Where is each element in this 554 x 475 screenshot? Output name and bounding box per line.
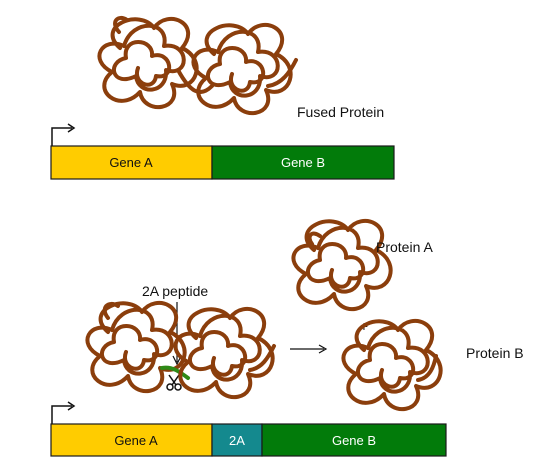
bottom-2a-label: 2A <box>229 433 245 448</box>
bottom-gene-b-segment <box>261 423 447 457</box>
bottom-gene-b-label: Gene B <box>332 433 376 448</box>
promoter-arrow-icon <box>51 405 72 424</box>
top-gene-b-segment <box>211 145 395 180</box>
peptide-2a-linker <box>160 365 190 380</box>
cleaved-protein-b-precursor <box>173 306 276 400</box>
protein-a-label: Protein A <box>376 239 433 255</box>
bottom-gene-a-segment <box>50 423 213 457</box>
promoter-arrow-icon <box>51 127 72 146</box>
peptide-label: 2A peptide <box>142 283 208 299</box>
top-gene-a-label: Gene A <box>109 155 153 170</box>
scissors-icon <box>166 374 182 391</box>
fused-protein-domain-a <box>97 16 199 110</box>
bottom-gene-a-label: Gene A <box>114 433 158 448</box>
cleaved-protein-a-precursor <box>85 300 187 394</box>
bottom-2a-segment <box>211 423 263 457</box>
protein-b-structure <box>341 318 443 412</box>
bottom-gene-construct: Gene A 2A Gene B <box>50 423 447 457</box>
fused-protein-label: Fused Protein <box>297 104 384 120</box>
fused-protein-domain-b <box>191 22 293 116</box>
fused-protein-structure <box>97 15 298 116</box>
protein-a-structure <box>291 218 393 312</box>
top-gene-construct: Gene A Gene B <box>50 145 395 180</box>
top-gene-b-label: Gene B <box>281 155 325 170</box>
protein-b-label: Protein B <box>466 345 524 361</box>
